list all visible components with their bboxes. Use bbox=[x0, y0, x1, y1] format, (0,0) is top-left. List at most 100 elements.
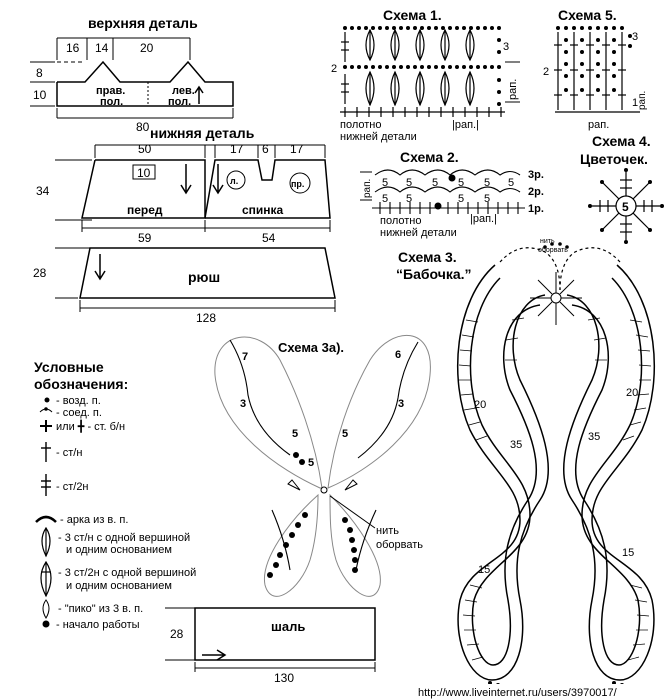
scheme-1: Схема 1. bbox=[331, 7, 520, 143]
scheme-3-cut-label: нить bbox=[540, 238, 555, 245]
dim-20: 20 bbox=[140, 41, 154, 55]
s2-n5: 5 bbox=[508, 177, 514, 189]
s2-n5: 5 bbox=[458, 193, 464, 205]
scheme-2-r1: 1р. bbox=[528, 203, 544, 215]
legend-item: или ╋ - ст. б/н bbox=[56, 419, 125, 433]
arrow-down-icon bbox=[212, 164, 224, 195]
scheme-4: Схема 4. Цветочек. 5 bbox=[580, 133, 664, 244]
shawl-dim-28: 28 bbox=[170, 627, 184, 641]
dim-6: 6 bbox=[262, 142, 269, 156]
legend-item: - начало работы bbox=[56, 619, 140, 631]
s2-n5: 5 bbox=[432, 177, 438, 189]
dim-50: 50 bbox=[138, 142, 152, 156]
s3a-cut-1: нить bbox=[376, 525, 399, 537]
legend-title-1: Условные bbox=[34, 359, 104, 375]
legend-item: - "пико" из 3 в. п. bbox=[58, 603, 143, 615]
back-label: спинка bbox=[242, 203, 284, 217]
scheme-2-r3: 3р. bbox=[528, 169, 544, 181]
legend-item: и одним основанием bbox=[66, 580, 172, 592]
scheme-1-row-3: 3 bbox=[503, 41, 509, 53]
dim-16: 16 bbox=[66, 41, 80, 55]
s3a-n7: 7 bbox=[242, 351, 248, 363]
s2-n5: 5 bbox=[484, 177, 490, 189]
mark-right: пр. bbox=[291, 179, 304, 189]
left-shelf-label-2: пол. bbox=[168, 96, 191, 108]
s3-n15-left: 15 bbox=[478, 564, 490, 576]
dim-17b: 17 bbox=[290, 142, 304, 156]
scheme-4-subtitle: Цветочек. bbox=[580, 151, 648, 167]
ruffle-panel: 28 рюш 128 bbox=[33, 247, 336, 325]
scheme-5-title: Схема 5. bbox=[558, 7, 617, 23]
watermark: http://www.liveinternet.ru/users/3970017… bbox=[418, 687, 618, 699]
s3a-n6: 6 bbox=[395, 349, 401, 361]
scheme-3-cut-label-2: оборвать bbox=[538, 246, 568, 254]
s3a-n5-center: 5 bbox=[308, 457, 314, 469]
scheme-2-base-2: нижней детали bbox=[380, 227, 457, 239]
s2-n5: 5 bbox=[406, 177, 412, 189]
arrow-down-icon bbox=[180, 164, 192, 195]
legend-item: - соед. п. bbox=[56, 407, 102, 419]
scheme-3a: Схема 3а). 7 6 3 3 5 5 5 bbox=[214, 335, 431, 597]
double-crochet-icon bbox=[41, 442, 51, 462]
chain-stitch-icon bbox=[44, 397, 50, 403]
dim-34: 34 bbox=[36, 184, 50, 198]
scheme-4-center: 5 bbox=[622, 200, 629, 214]
dim-17a: 17 bbox=[230, 142, 244, 156]
scheme-2-r2: 2р. bbox=[528, 186, 544, 198]
scheme-5-r3: 3 bbox=[632, 31, 638, 43]
scheme-2-rap-vertical: рап. bbox=[362, 179, 373, 198]
dim-130: 130 bbox=[274, 671, 294, 685]
dim-128: 128 bbox=[196, 311, 216, 325]
scheme-5-r1: 1 bbox=[632, 97, 638, 109]
s2-n5: 5 bbox=[484, 193, 490, 205]
scheme-3-title: Схема 3. bbox=[398, 249, 457, 265]
shawl-panel: 28 шаль 130 bbox=[165, 607, 376, 685]
shawl-label: шаль bbox=[271, 619, 305, 634]
right-shelf-label-2: пол. bbox=[100, 96, 123, 108]
s3-n20-right: 20 bbox=[626, 387, 638, 399]
scheme-3: Схема 3. “Бабочка.” нить оборвать bbox=[396, 238, 656, 687]
dim-54: 54 bbox=[262, 231, 276, 245]
three-tr-cluster-icon bbox=[40, 560, 52, 598]
legend-title-2: обозначения: bbox=[34, 376, 128, 392]
s2-n5: 5 bbox=[382, 177, 388, 189]
legend-item: - 3 ст/2н с одной вершиной bbox=[58, 567, 196, 579]
scheme-5-rap-vertical: рап. bbox=[637, 91, 648, 110]
legend-item: - арка из в. п. bbox=[60, 514, 128, 526]
dim-28: 28 bbox=[33, 266, 47, 280]
s3-n35-right: 35 bbox=[588, 431, 600, 443]
scheme-1-rap-vertical: рап. bbox=[507, 79, 519, 100]
treble-crochet-icon bbox=[41, 474, 51, 496]
arrow-up-icon bbox=[194, 85, 204, 104]
bottom-panel: нижняя деталь 50 17 6 17 34 10 л. пр. пе… bbox=[36, 125, 331, 245]
scheme-1-rap-bottom: |рап.| bbox=[452, 119, 479, 131]
dim-14: 14 bbox=[95, 41, 109, 55]
legend-item: - ст/2н bbox=[56, 481, 89, 493]
s2-n5: 5 bbox=[458, 177, 464, 189]
picot-icon bbox=[42, 599, 50, 619]
arch-icon bbox=[35, 515, 57, 523]
s3a-n5-right: 5 bbox=[342, 428, 348, 440]
arrow-down-icon bbox=[94, 254, 106, 281]
scheme-1-title: Схема 1. bbox=[383, 7, 442, 23]
scheme-1-base-2: нижней детали bbox=[340, 131, 417, 143]
s3a-cut-2: оборвать bbox=[376, 539, 423, 551]
legend: Условные обозначения: - возд. п. - соед.… bbox=[34, 359, 196, 631]
scheme-1-base-1: полотно bbox=[340, 119, 381, 131]
s2-n5: 5 bbox=[382, 193, 388, 205]
dim-8: 8 bbox=[36, 66, 43, 80]
legend-item: и одним основанием bbox=[66, 544, 172, 556]
arrow-right-icon bbox=[202, 649, 227, 661]
bottom-panel-title: нижняя деталь bbox=[150, 125, 255, 141]
s2-n5: 5 bbox=[406, 193, 412, 205]
left-shelf-label: лев. bbox=[172, 85, 195, 97]
single-crochet-icon bbox=[40, 420, 52, 432]
right-shelf-label: прав. bbox=[96, 85, 125, 97]
scheme-3-subtitle: “Бабочка.” bbox=[396, 266, 472, 282]
s3a-n3-right: 3 bbox=[398, 398, 404, 410]
top-panel: верхняя деталь 16 14 20 8 10 прав. пол. … bbox=[30, 15, 234, 134]
dim-59: 59 bbox=[138, 231, 152, 245]
mark-left: л. bbox=[230, 176, 238, 186]
scheme-5-r2: 2 bbox=[543, 66, 549, 78]
